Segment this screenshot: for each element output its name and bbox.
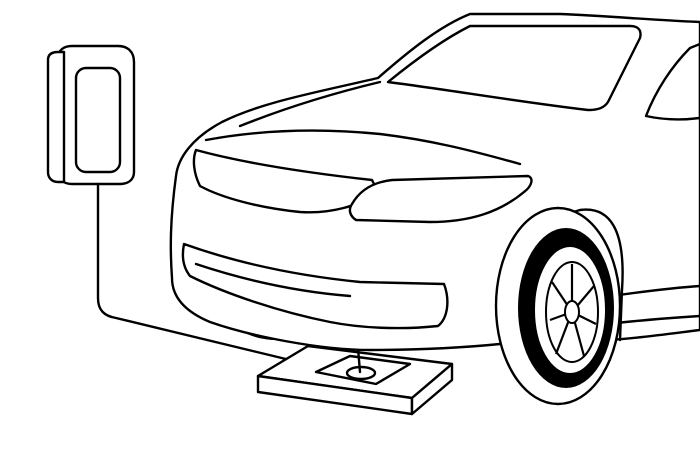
charging-cable [96, 182, 292, 362]
wall-charger [46, 44, 136, 186]
windshield [386, 24, 642, 112]
front-grille [192, 148, 380, 214]
charger-screen [74, 66, 122, 174]
side-window [644, 42, 700, 121]
ground-charging-pad [256, 344, 454, 416]
car [169, 12, 700, 406]
front-wheel [494, 206, 622, 406]
lower-bumper [181, 242, 449, 330]
headlight [348, 174, 533, 224]
